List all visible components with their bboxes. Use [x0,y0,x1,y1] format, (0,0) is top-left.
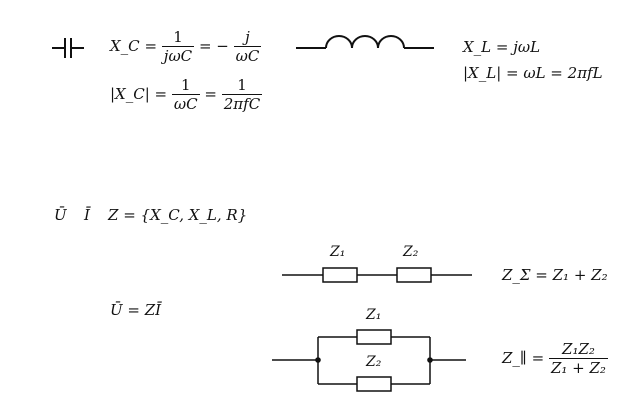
inductor-symbol [296,35,434,49]
series-circuit [282,267,472,283]
fraction-parallel: Z₁Z₂ Z₁ + Z₂ [548,342,608,377]
fraction-numerator: j [233,30,262,47]
ohms-law-formula: Ū = ZĪ [110,301,162,319]
series-z1-label: Z₁ [330,244,346,260]
parallel-node-left [315,357,321,363]
parallel-lhs: Z_∥ = [502,349,545,367]
series-impedance-formula: Z_Σ = Z₁ + Z₂ [502,266,608,284]
fraction-denominator: jωC [163,47,193,65]
inductor-coil [325,35,405,49]
series-resistor-z2 [396,267,432,283]
impedance-set-formula: Z = {X_C, X_L, R} [108,206,248,224]
parallel-circuit [272,329,466,392]
parallel-node-right [427,357,433,363]
parallel-resistor-z1 [356,329,392,345]
inductor-magnitude-formula: |X_L| = ωL = 2πfL [463,64,603,82]
equals-minus-sign: = − [198,37,229,55]
series-resistor-z1 [322,267,358,283]
fraction-denominator: ωC [235,47,260,65]
fraction-numerator: 1 [221,78,263,95]
xc-symbol: X_C [110,37,140,55]
parallel-z1-label: Z₁ [366,307,382,323]
voltage-phasor-symbol: Ū [54,206,67,224]
abs-xc-symbol: |X_C| [110,85,150,103]
fraction-denominator: Z₁ + Z₂ [550,359,606,377]
fraction-numerator: 1 [171,78,200,95]
equals-sign: = [144,37,158,55]
fraction-numerator: Z₁Z₂ [548,342,608,359]
current-phasor-symbol: Ī [84,206,90,224]
inductor-reactance-formula: X_L = jωL [463,38,541,56]
fraction-denominator: ωC [173,95,198,113]
capacitor-symbol [52,38,84,58]
parallel-z2-label: Z₂ [366,354,382,370]
fraction-one-over-jwc: 1 jωC [161,30,195,65]
equals-sign: = [204,85,217,103]
fraction-one-over-2pifc: 1 2πfC [221,78,263,113]
equals-sign: = [154,85,168,103]
fraction-j-over-wc: j ωC [233,30,262,65]
fraction-numerator: 1 [161,30,195,47]
fraction-denominator: 2πfC [223,95,261,113]
series-z2-label: Z₂ [403,244,419,260]
parallel-resistor-z2 [356,376,392,392]
capacitor-reactance-formula: X_C = 1 jωC = − j ωC [110,30,262,65]
capacitor-magnitude-formula: |X_C| = 1 ωC = 1 2πfC [110,78,263,113]
parallel-impedance-formula: Z_∥ = Z₁Z₂ Z₁ + Z₂ [502,342,608,376]
fraction-one-over-wc: 1 ωC [171,78,200,113]
